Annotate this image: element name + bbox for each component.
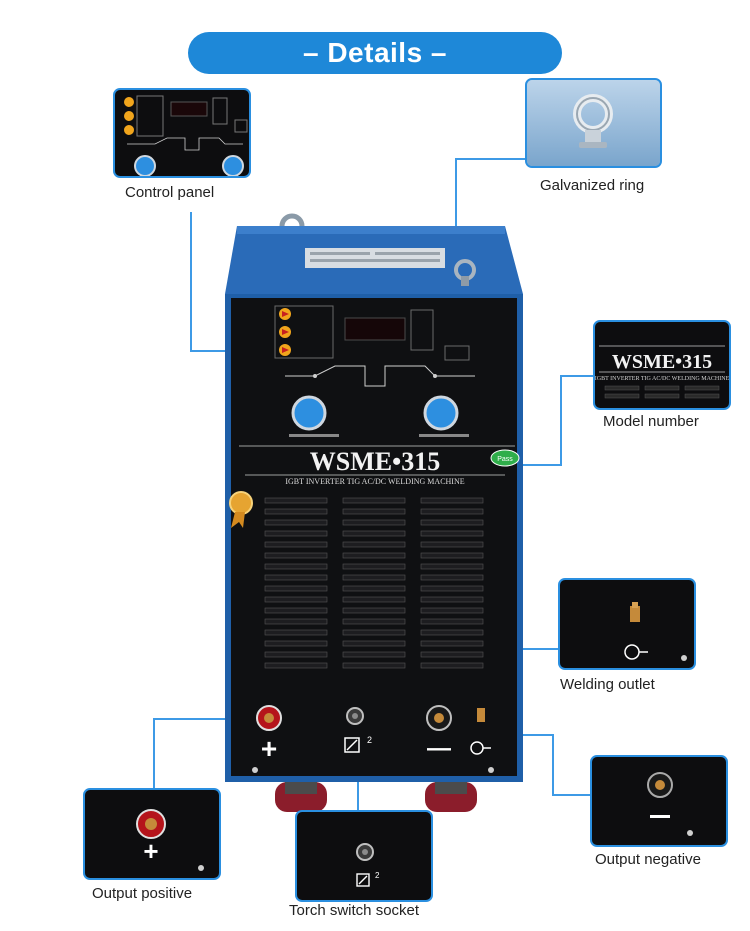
torch-callout-mark: 2 [375,871,380,880]
vent-slot [420,662,484,669]
label-control-panel: Control panel [125,184,215,201]
vent-slot [342,651,406,658]
vent-slot [342,563,406,570]
vent-slot [264,651,328,658]
details-title: – Details – [188,32,562,74]
model-callout-text: WSME•315 [612,351,712,373]
vent-slot [420,640,484,647]
vent-slot [342,640,406,647]
connector-positive [153,718,155,790]
vent-slot [264,662,328,669]
vent-slot [420,596,484,603]
welding-machine: WSME•315 IGBT INVERTER TIG AC/DC WELDING… [215,198,535,818]
vent-slot [342,497,406,504]
connector-model-h [500,464,562,466]
label-model-number: Model number [603,413,699,430]
vent-slot [420,508,484,515]
connector-negative [552,734,554,796]
pass-badge: Pass [497,456,513,463]
vent-slot [420,563,484,570]
vent-slot [420,497,484,504]
vent-slot [420,607,484,614]
torch-socket [344,707,364,753]
label-welding-outlet: Welding outlet [560,676,655,693]
vent-slot [264,607,328,614]
vent-slot [264,497,328,504]
connector-model [560,375,562,465]
label-galvanized-ring: Galvanized ring [540,177,645,194]
vent-slot [264,530,328,537]
vent-slot [342,618,406,625]
vent-grille [264,497,484,669]
vent-slot [342,662,406,669]
vent-slot [420,552,484,559]
connector-model-h2 [560,375,596,377]
connector-ring [455,158,457,248]
positive-callout-plus: + [143,836,158,866]
vent-slot [264,574,328,581]
callout-welding-outlet-image [558,578,696,670]
callout-output-negative-image [590,755,728,847]
quality-medal-icon [229,491,253,528]
model-subtitle: IGBT INVERTER TIG AC/DC WELDING MACHINE [285,477,464,486]
connector-ring-h [455,158,527,160]
vent-slot [264,585,328,592]
callout-control-panel-image [113,88,251,178]
vent-slot [264,618,328,625]
connector-control-panel [190,212,192,352]
vent-slot [342,629,406,636]
vent-slot [420,651,484,658]
vent-slot [420,585,484,592]
positive-terminal [256,705,282,731]
torch-mark: 2 [367,735,372,745]
gas-outlet [470,708,491,755]
model-callout-subtitle: IGBT INVERTER TIG AC/DC WELDING MACHINE [595,376,729,382]
vent-slot [342,585,406,592]
vent-slot [264,596,328,603]
vent-slot [420,629,484,636]
vent-slot [420,618,484,625]
vent-slot [420,541,484,548]
vent-slot [264,508,328,515]
vent-slot [342,508,406,515]
connector-positive-h [153,718,265,720]
vent-slot [420,574,484,581]
connector-negative-h2 [552,794,592,796]
vent-slot [342,541,406,548]
minus-symbol: — [427,735,451,762]
callout-torch-switch-socket-image: 2 [295,810,433,902]
callout-model-number-image: WSME•315 IGBT INVERTER TIG AC/DC WELDING… [593,320,731,410]
vent-slot [342,530,406,537]
control-panel-area [274,305,475,437]
vent-slot [264,552,328,559]
vent-slot [342,607,406,614]
callout-galvanized-ring-image [525,78,662,168]
plus-symbol: + [261,733,277,764]
vent-slot [342,596,406,603]
vent-slot [420,530,484,537]
vent-slot [264,519,328,526]
vent-slot [342,519,406,526]
vent-slot [264,640,328,647]
vent-slot [420,519,484,526]
model-text: WSME•315 [310,447,440,476]
welding-machine-illustration: WSME•315 IGBT INVERTER TIG AC/DC WELDING… [225,213,523,812]
callout-output-positive-image: + [83,788,221,880]
label-torch-switch-socket: Torch switch socket [289,902,420,919]
wheels [275,782,477,812]
label-output-positive: Output positive [92,885,193,902]
label-output-negative: Output negative [595,851,701,868]
vent-slot [264,563,328,570]
negative-terminal [426,705,452,731]
vent-slot [264,541,328,548]
vent-slot [342,574,406,581]
vent-slot [264,629,328,636]
vent-slot [342,552,406,559]
